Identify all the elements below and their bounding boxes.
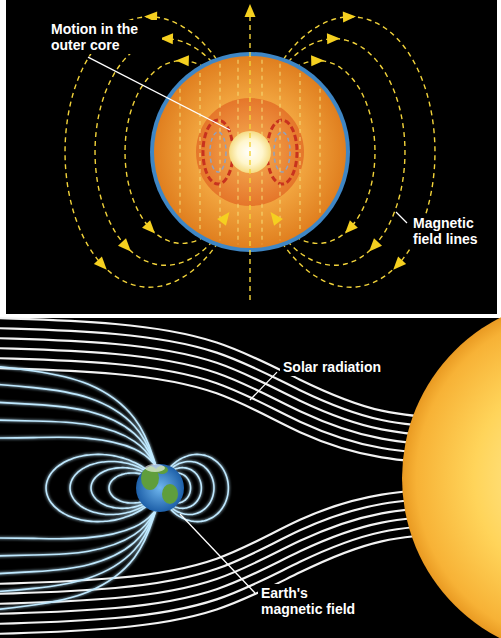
field-line [249, 16, 250, 300]
field-arrow [176, 55, 189, 66]
field-line [299, 73, 300, 231]
callout-label: Motion in the outer core [48, 20, 162, 54]
field-line [0, 384, 156, 466]
field-arrow [118, 238, 135, 255]
field-line [199, 73, 200, 231]
callout-label: Earth's magnetic field [258, 584, 368, 618]
earth-magnetic-field [0, 366, 228, 610]
field-line [0, 510, 156, 539]
convection-cell [267, 120, 297, 184]
field-line [219, 64, 220, 240]
field-line [0, 366, 156, 466]
field-line [179, 89, 180, 215]
field-line [319, 89, 320, 215]
convection-cell [210, 132, 226, 172]
field-arrow [327, 33, 340, 44]
callout-label: Solar radiation [280, 358, 384, 376]
field-arrow [341, 220, 358, 237]
field-line [160, 454, 228, 521]
field-line [0, 510, 156, 610]
callout-label: Magnetic field lines [410, 214, 496, 248]
field-line [0, 420, 156, 466]
ocean [136, 464, 184, 512]
top-panel [6, 0, 497, 314]
field-arrow [266, 209, 283, 226]
field-line [0, 510, 156, 556]
field-arrow [245, 4, 256, 17]
field-arrow [142, 220, 159, 237]
magnetosphere-illustration [0, 298, 501, 638]
field-line [0, 437, 156, 466]
land [162, 484, 178, 504]
leader-line [250, 372, 277, 400]
earth-globe [136, 464, 184, 512]
field-line [279, 64, 280, 240]
field-line [0, 510, 156, 574]
cloud [145, 464, 165, 472]
leader-line [396, 212, 407, 223]
field-arrow [311, 55, 324, 66]
convection-cell [274, 132, 290, 172]
field-arrow [389, 256, 406, 273]
field-arrow [217, 209, 234, 226]
sun [402, 298, 501, 638]
field-line [0, 510, 156, 592]
field-arrow [343, 11, 356, 22]
field-line [0, 402, 156, 466]
field-arrow [365, 238, 382, 255]
leader-line [180, 514, 255, 593]
solar-radiation-line [0, 318, 470, 419]
leader-line [88, 57, 230, 130]
field-arrow [94, 256, 111, 273]
